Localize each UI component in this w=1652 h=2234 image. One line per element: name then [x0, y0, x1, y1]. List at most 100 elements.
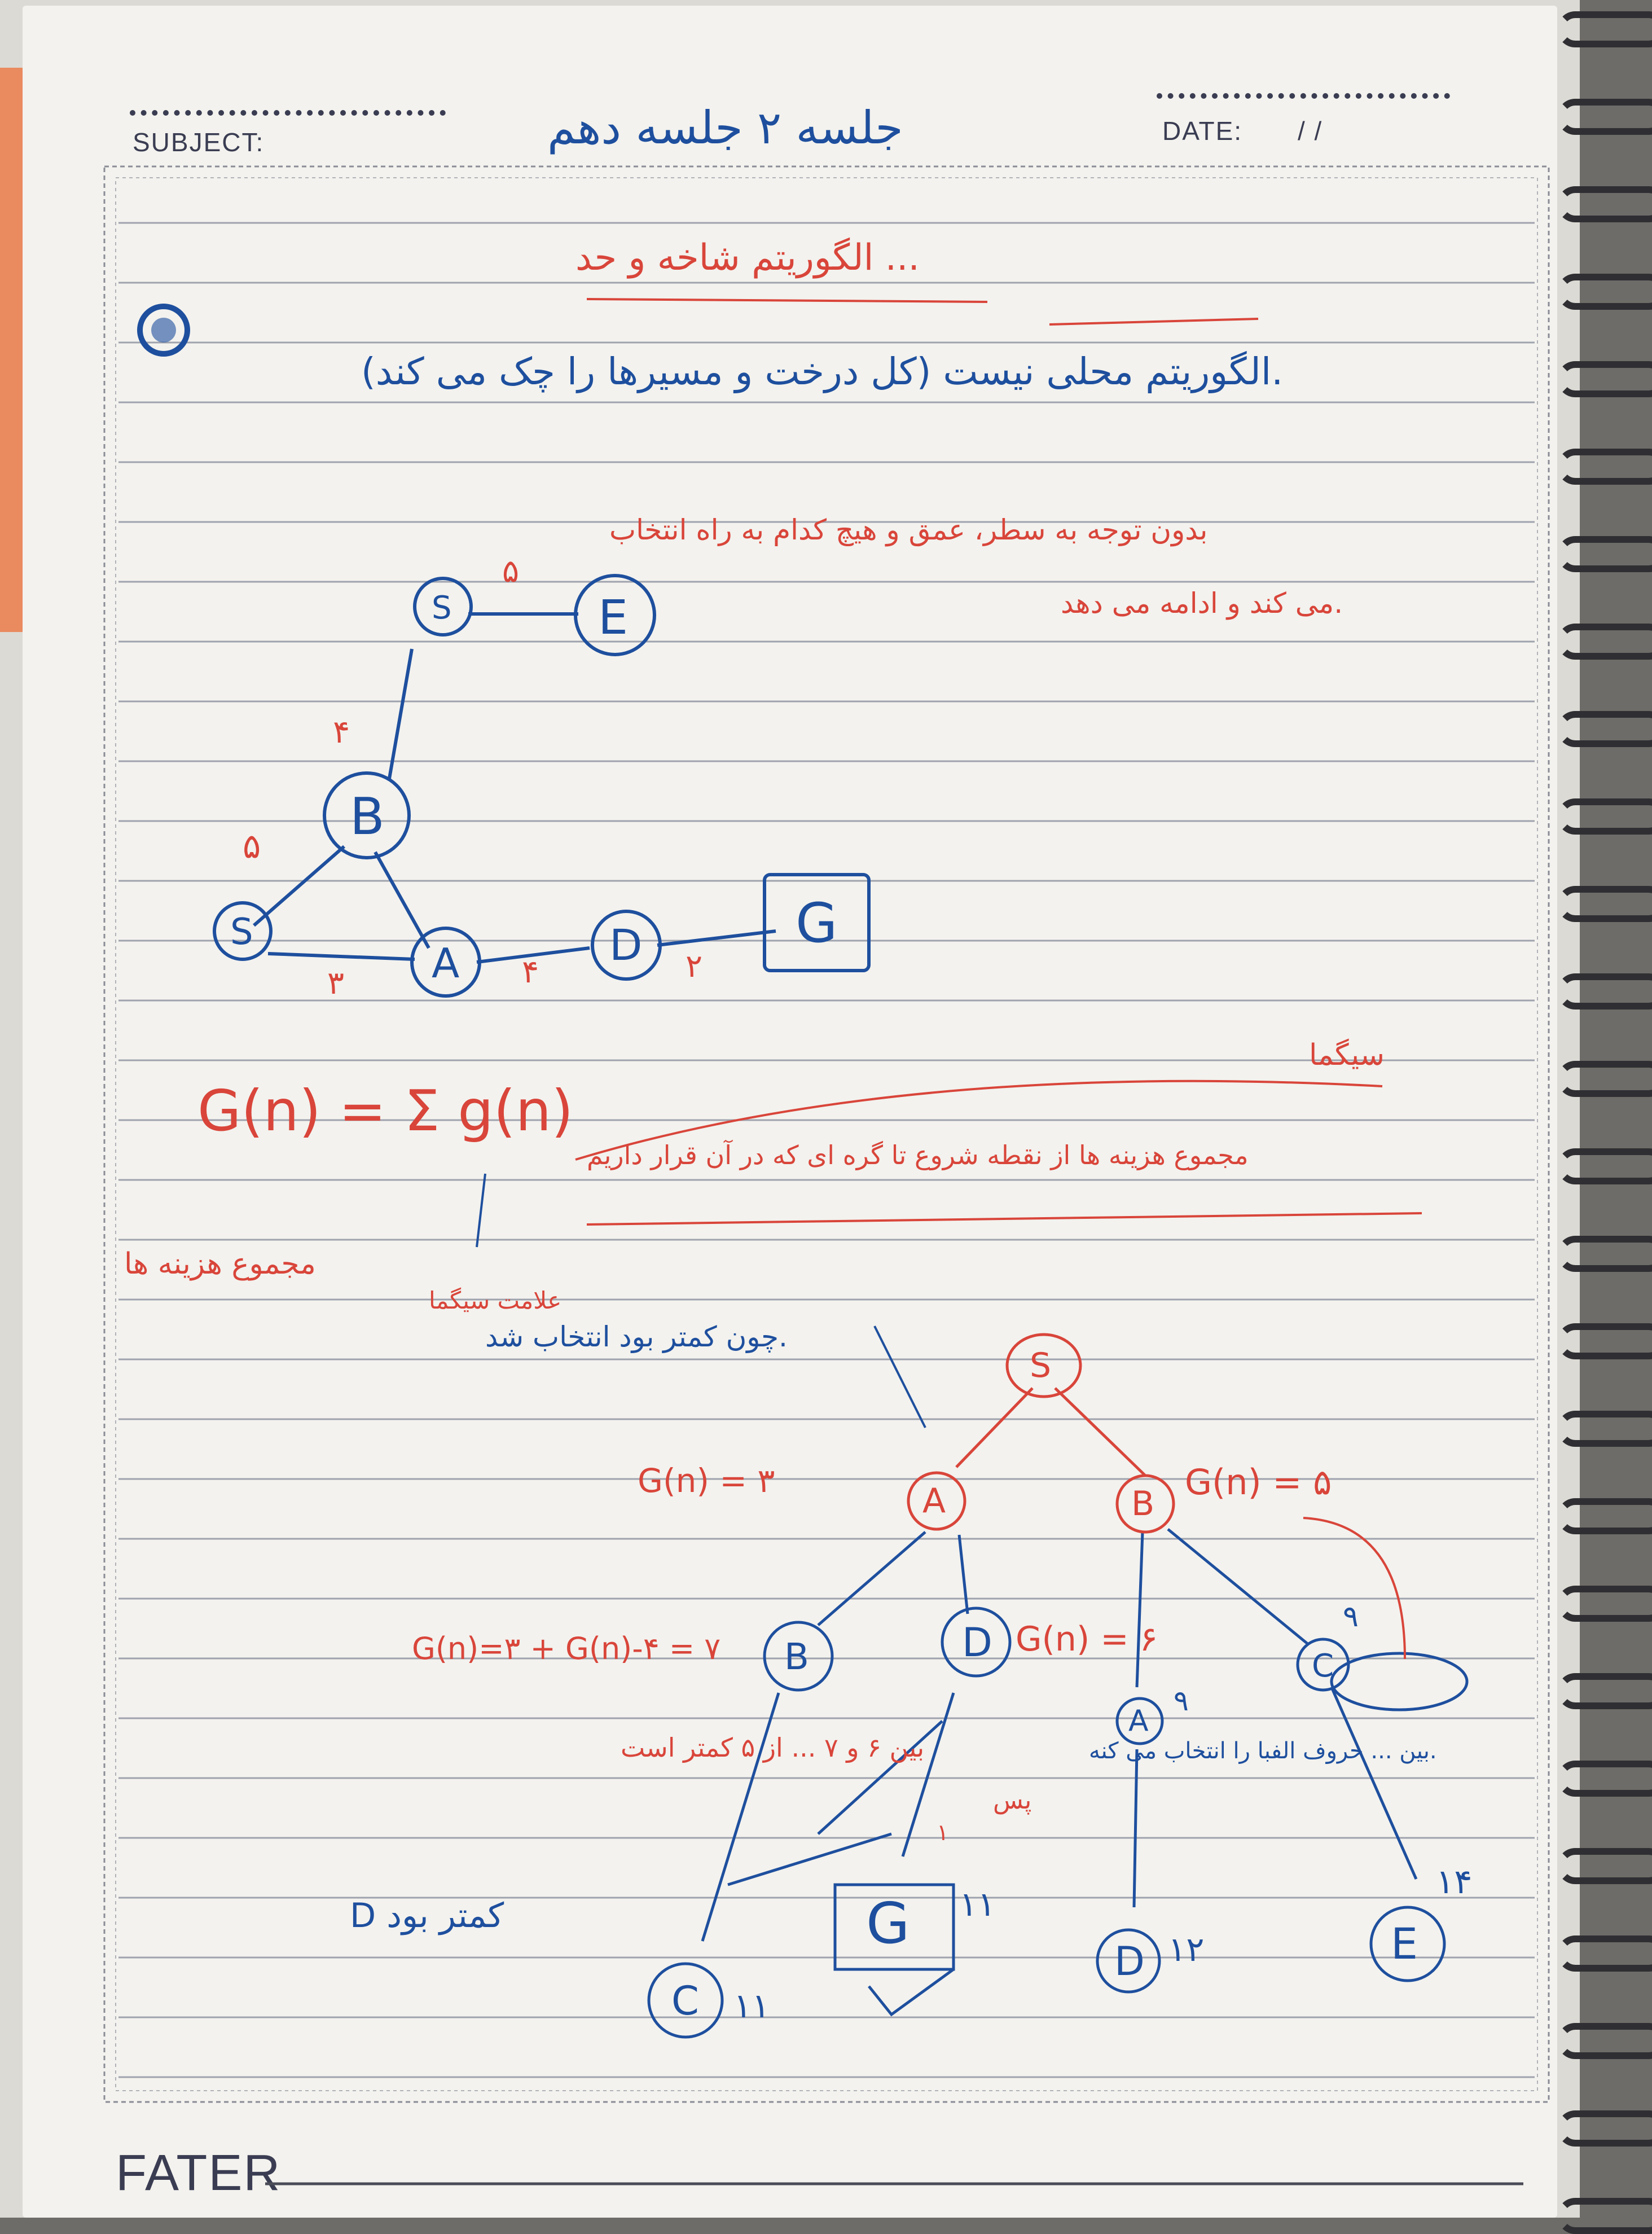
binding-ring [1557, 1411, 1652, 1447]
binding-ring [1557, 1761, 1652, 1797]
description-line-2: می کند و ادامه می دهد. [1061, 587, 1343, 620]
tree-arrow-red [1303, 1517, 1406, 1660]
graph-node-d: D [609, 920, 643, 970]
tree-pointer-blue [873, 1326, 926, 1428]
binding-ring [1557, 449, 1652, 485]
graph-node-b: B [350, 787, 385, 846]
binding-ring [1557, 1586, 1652, 1622]
algorithm-line: الگوریتم محلی نیست (کل درخت و مسیرها را … [361, 350, 1284, 393]
sum-costs-label: مجموع هزینه ها [124, 1247, 316, 1281]
binding-ring [1557, 2023, 1652, 2059]
tree-cost-c: ۹ [1343, 1600, 1359, 1634]
sigma-underline-top [575, 1079, 1383, 1161]
subject-label: SUBJECT: [133, 128, 265, 157]
binding-ring [1557, 536, 1652, 572]
tree-cost-d-leaf: ۱۲ [1168, 1930, 1205, 1969]
heading-underline [586, 298, 988, 303]
sum-description: مجموع هزینه ها از نقطه شروع تا گره ای که… [587, 1140, 1249, 1170]
tree-node-e-leaf: E [1391, 1919, 1418, 1969]
subject-value: جلسه ۲ جلسه دهم [547, 102, 903, 154]
graph-node-s-left: S [230, 911, 253, 953]
binding-ring [1557, 624, 1652, 660]
date-label: DATE: [1162, 116, 1243, 146]
tree-node-c-child: C [1312, 1648, 1334, 1684]
binding-ring [1557, 711, 1652, 747]
tree-edges-blue [701, 1528, 1418, 1942]
binding-ring [1557, 1061, 1652, 1097]
between-c-g-note: بین ... حروف الفبا را انتخاب می کنه. [1089, 1738, 1437, 1764]
binding-ring [1557, 99, 1652, 135]
tree-cost-g: ۱۱ [959, 1885, 996, 1924]
binding-ring [1557, 186, 1652, 222]
graph-edge-label-s-b-left: ۵ [243, 827, 261, 866]
scribble-bullet-center [151, 318, 176, 343]
subject-dotted-line [130, 110, 446, 116]
binding-ring [1557, 2110, 1652, 2147]
sigma-sign-label: علامت سیگما [429, 1287, 562, 1314]
graph-node-g: G [796, 892, 838, 955]
tree-node-a-child: A [1128, 1704, 1149, 1738]
graph-node-circles [213, 574, 662, 998]
tree-cost-a: ۹ [1174, 1684, 1189, 1717]
tree-mark-one: ۱ [937, 1820, 949, 1846]
binding-ring [1557, 1148, 1652, 1184]
graph-edge-label-s-b: ۴ [333, 714, 350, 750]
binding-ring [1557, 1673, 1652, 1709]
date-dotted-line [1157, 93, 1450, 99]
tree-node-circles-blue [647, 1607, 1469, 2039]
sigma-pointer [476, 1173, 486, 1248]
gn-d-branch-formula: G(n) = ۶ [1016, 1619, 1158, 1659]
description-line-1: بدون توجه به سطر، عمق و هیچ کدام به راه … [609, 513, 1208, 546]
tree-node-circles-red [907, 1333, 1175, 1534]
tree-cost-c-leaf: ۱۱ [733, 1986, 770, 2026]
binding-ring [1557, 973, 1652, 1010]
tree-node-g-leaf: G [866, 1890, 910, 1956]
binding-ring [1557, 1498, 1652, 1534]
binding-ring [1557, 1935, 1652, 1972]
tree-node-b: B [1131, 1484, 1155, 1524]
gn-a-formula: G(n) = ۳ [638, 1461, 775, 1500]
gn-b-branch-formula: G(n)=۳ + G(n)-۴ = ۷ [412, 1631, 721, 1666]
binding-ring [1557, 886, 1652, 922]
page-inner-frame [115, 177, 1538, 2091]
gn-b-formula: G(n) = ۵ [1185, 1461, 1332, 1503]
graph-edge-label-d-g: ۲ [686, 948, 703, 985]
tree-node-a: A [922, 1481, 946, 1521]
binding-ring [1557, 2198, 1652, 2234]
sigma-underline-bottom [586, 1212, 1422, 1226]
tree-cost-e-leaf: ۱۴ [1436, 1862, 1473, 1902]
scribble-bullet-icon [137, 304, 190, 357]
notes-heading: الگوریتم شاخه و حد ... [575, 237, 920, 279]
tree-node-c-leaf: C [671, 1978, 699, 2024]
sigma-label: سیگما [1309, 1038, 1385, 1072]
d-was-less-note: D کمتر بود [350, 1896, 504, 1935]
g-of-n-formula: G(n) = Σ g(n) [197, 1078, 574, 1144]
page-frame [103, 165, 1550, 2103]
binding-ring [1557, 361, 1652, 397]
graph-edges [253, 612, 871, 972]
between-b-d-note: بین ۶ و ۷ ... از ۵ کمتر است [621, 1732, 925, 1763]
binding-ring [1557, 274, 1652, 310]
graph-node-a: A [432, 940, 460, 987]
tree-node-d-leaf: D [1114, 1938, 1145, 1985]
graph-node-s-top: S [432, 590, 452, 626]
footer-brand: FATER [116, 2145, 282, 2201]
binding-ring [1557, 1323, 1652, 1359]
tree-node-b-child: B [784, 1636, 809, 1678]
binding-ring [1557, 1236, 1652, 1272]
binding-ring [1557, 1848, 1652, 1884]
graph-node-e: E [598, 590, 629, 645]
notebook-page: SUBJECT: جلسه ۲ جلسه دهم DATE: / / FATER [23, 6, 1557, 2218]
binding-ring [1557, 11, 1652, 47]
binding-ring [1557, 798, 1652, 835]
graph-edge-label-s-e: ۵ [502, 553, 520, 590]
tree-edges-red [955, 1387, 1146, 1477]
date-value: / / [1298, 116, 1323, 146]
graph-edge-label-s-a: ۳ [327, 965, 345, 1002]
later-label: پس [993, 1786, 1032, 1815]
because-smaller-note: چون کمتر بود انتخاب شد. [485, 1320, 788, 1353]
tree-node-s: S [1030, 1346, 1052, 1385]
tree-node-d-child: D [962, 1619, 992, 1666]
answer-underline [1049, 318, 1259, 326]
